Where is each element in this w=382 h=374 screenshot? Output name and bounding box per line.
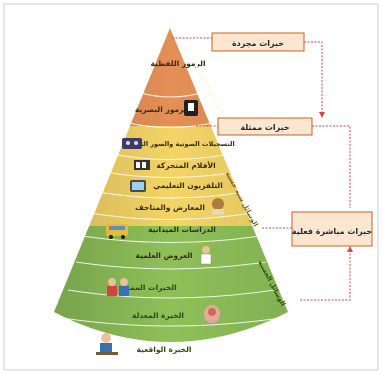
box-direct-experience: خبرات مباشرة فعلية	[291, 211, 373, 247]
divider-4	[104, 171, 237, 178]
student-icon	[96, 333, 118, 355]
scientist-icon	[200, 246, 212, 265]
level-tv-label: التلفزيون التعليمي	[153, 181, 223, 190]
box-abstract-experience: خبرات مجردة	[211, 32, 305, 52]
box-abstract-text: خبرات مجردة	[232, 39, 284, 48]
level-visual-label: الرموز البصرية	[135, 105, 189, 114]
connector-representational-side	[312, 125, 351, 208]
level-recordings-label: التسجيلات الصوتية والصور الثابتة	[129, 140, 234, 148]
connector-direct-side	[300, 250, 351, 301]
divider-9	[67, 289, 275, 299]
level-dividers	[61, 91, 281, 327]
television-icon	[130, 180, 146, 192]
divider-10	[61, 317, 281, 327]
divider-2	[123, 121, 218, 128]
actors-icon	[107, 278, 129, 296]
bus-icon	[106, 224, 128, 239]
box-representational-text: خبرات ممثلة	[240, 123, 290, 132]
connector-abstract	[172, 37, 213, 42]
level-exhibits-label: المعارض والمتاحف	[135, 203, 205, 212]
arrow-up-icon	[347, 246, 353, 252]
cassette-icon	[122, 138, 142, 149]
box-representational-experience: خبرات ممثلة	[217, 117, 313, 136]
level-contrived-label: الخبرة المعدلة	[132, 311, 184, 320]
divider-5	[97, 191, 245, 199]
level-verbal-label: الرموز اللفظية	[150, 59, 205, 68]
level-films-label: الأفلام المتحركة	[156, 161, 215, 170]
box-direct-text: خبرات مباشرة فعلية	[292, 227, 373, 236]
connector-abstract-side	[304, 41, 323, 112]
arrow-down-icon	[319, 112, 325, 118]
divider-3	[111, 153, 231, 160]
divider-7	[81, 235, 261, 243]
film-icon	[134, 160, 150, 170]
frame	[3, 3, 379, 371]
level-field-trips-label: الدراسات الميدانية	[148, 225, 216, 234]
telephone-icon	[184, 100, 198, 116]
model-icon	[204, 305, 220, 323]
level-dramatized-label: الخبرات الممثلة	[119, 283, 176, 292]
level-demonstrations-label: العروض العلمية	[136, 251, 193, 260]
divider-8	[75, 261, 267, 270]
divider-6	[89, 212, 253, 220]
divider-1	[136, 91, 206, 98]
museum-icon	[212, 198, 224, 215]
level-direct-label: الخبرة الواقعية	[137, 345, 192, 354]
